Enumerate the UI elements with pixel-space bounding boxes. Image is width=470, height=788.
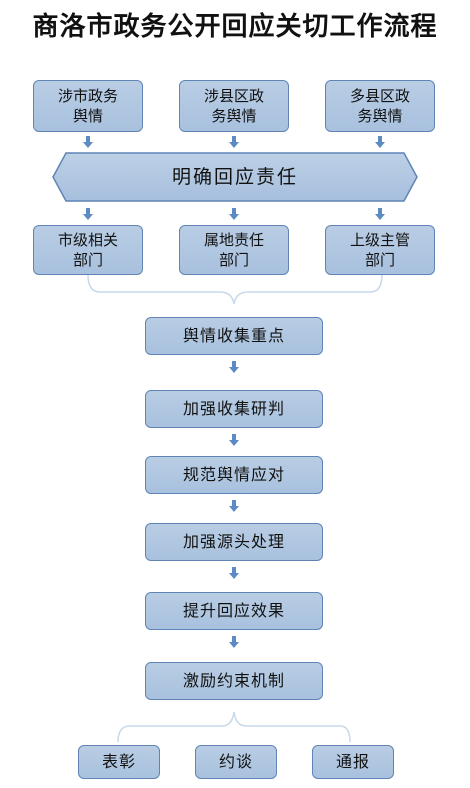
source-box-multi-county: 多县区政 务舆情 bbox=[325, 80, 435, 132]
step-box-2: 加强收集研判 bbox=[145, 390, 323, 428]
step-box-6: 激励约束机制 bbox=[145, 662, 323, 700]
step-box-5: 提升回应效果 bbox=[145, 592, 323, 630]
department-box-local: 属地责任 部门 bbox=[179, 225, 289, 275]
outcome-box-notify: 通报 bbox=[312, 745, 394, 779]
source-box-city: 涉市政务 舆情 bbox=[33, 80, 143, 132]
arrow-down-icon bbox=[229, 500, 239, 512]
banner-label: 明确回应责任 bbox=[171, 166, 298, 188]
page-title: 商洛市政务公开回应关切工作流程 bbox=[32, 12, 438, 42]
arrow-down-icon bbox=[83, 136, 93, 148]
source-box-county: 涉县区政 务舆情 bbox=[179, 80, 289, 132]
arrow-down-icon bbox=[229, 636, 239, 648]
department-box-superior: 上级主管 部门 bbox=[325, 225, 435, 275]
outcomes-bracket bbox=[117, 711, 351, 743]
outcome-box-commend: 表彰 bbox=[78, 745, 160, 779]
arrow-down-icon bbox=[229, 136, 239, 148]
arrow-down-icon bbox=[83, 208, 93, 220]
arrow-down-icon bbox=[229, 361, 239, 373]
arrow-down-icon bbox=[229, 208, 239, 220]
arrow-down-icon bbox=[229, 567, 239, 579]
outcome-box-interview: 约谈 bbox=[195, 745, 277, 779]
arrow-down-icon bbox=[375, 208, 385, 220]
step-box-3: 规范舆情应对 bbox=[145, 456, 323, 494]
department-box-city: 市级相关 部门 bbox=[33, 225, 143, 275]
arrow-down-icon bbox=[229, 434, 239, 446]
arrow-down-icon bbox=[375, 136, 385, 148]
departments-bracket bbox=[87, 274, 383, 305]
step-box-1: 舆情收集重点 bbox=[145, 317, 323, 355]
banner-shape bbox=[52, 152, 418, 202]
step-box-4: 加强源头处理 bbox=[145, 523, 323, 561]
